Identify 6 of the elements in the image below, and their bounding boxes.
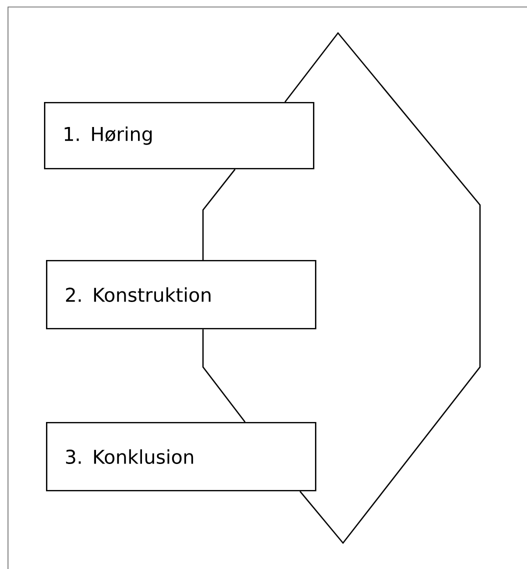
connector-line: [202, 168, 236, 260]
process-box: 2. Konstruktion: [46, 260, 316, 330]
connector-line: [202, 329, 246, 422]
connector-line: [284, 32, 481, 544]
process-box: 1. Høring: [44, 102, 314, 170]
process-box: 3. Konklusion: [46, 422, 316, 492]
